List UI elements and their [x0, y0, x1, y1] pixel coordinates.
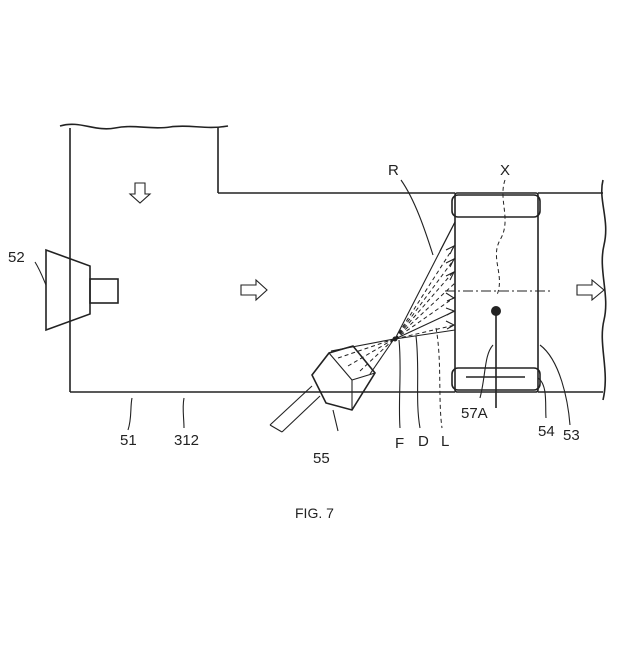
ray-arrowhead-5: [446, 308, 454, 315]
flow-arrows: [130, 183, 604, 300]
leader-312: [183, 398, 184, 428]
down-arrow-icon: [130, 183, 150, 203]
label-51: 51: [120, 432, 137, 449]
label-52: 52: [8, 249, 25, 266]
nozzle-rect: [90, 279, 118, 303]
trapezoid-shape: [46, 250, 90, 330]
component-52: [35, 250, 118, 330]
labels: 52 51 312 55 F D L R X 57A 54 53 FIG. 7: [8, 162, 580, 521]
fan-ray-5: [395, 297, 455, 339]
duct: [60, 124, 606, 400]
label-R: R: [388, 162, 399, 179]
label-57A: 57A: [461, 405, 488, 422]
leader-L: [436, 328, 442, 428]
right-arrow-outlet-icon: [577, 280, 604, 300]
label-53: 53: [563, 427, 580, 444]
ray-arrowhead-1: [446, 246, 454, 254]
axis-X: [496, 180, 505, 295]
top-roller: [452, 195, 540, 217]
cone-ray-3: [360, 339, 394, 371]
leader-51: [128, 398, 132, 430]
leader-R: [401, 180, 433, 255]
label-312: 312: [174, 432, 199, 449]
device-55: [270, 339, 394, 432]
right-arrow-icon: [241, 280, 267, 300]
leader-55: [333, 410, 338, 431]
ray-arrowhead-2: [446, 259, 454, 267]
ray-arrowhead-4: [446, 293, 454, 301]
figure-caption: FIG. 7: [295, 505, 334, 521]
duct-break-line: [60, 124, 228, 129]
cable-end: [270, 425, 282, 432]
leader-D: [416, 336, 420, 428]
target-frame: [440, 180, 552, 408]
label-D: D: [418, 433, 429, 450]
label-L: L: [441, 433, 449, 450]
device-body: [312, 346, 375, 410]
leader-F: [399, 340, 400, 428]
label-X: X: [500, 162, 510, 179]
cone-bottom: [370, 339, 394, 374]
ray-arrowhead-6: [446, 321, 454, 329]
label-F: F: [395, 435, 404, 452]
leader-52: [35, 262, 46, 285]
label-54: 54: [538, 423, 555, 440]
leader-53: [540, 345, 570, 425]
cable-lower: [282, 396, 320, 432]
label-55: 55: [313, 450, 330, 467]
